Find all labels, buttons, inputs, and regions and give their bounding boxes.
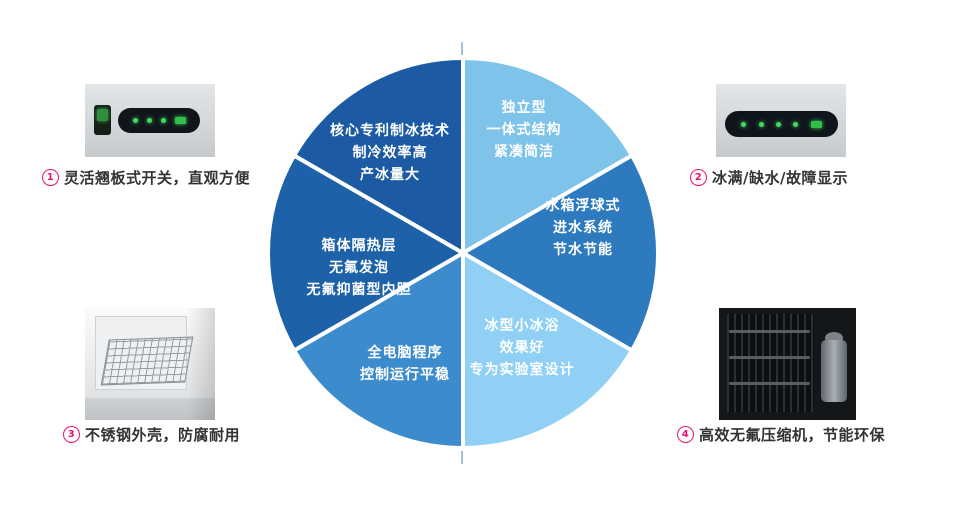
- pie-sector-computer-control: [291, 249, 465, 451]
- feature-caption-4: 4 高效无氟压缩机，节能环保: [677, 424, 885, 445]
- sector-line: 进水系统: [553, 220, 613, 236]
- photo-stainless-interior: [85, 308, 215, 420]
- sector-line: 效果好: [499, 340, 545, 356]
- sector-line: 冰型小冰浴: [484, 318, 560, 334]
- interior-floor: [85, 398, 215, 420]
- led-digit-display: [810, 120, 822, 128]
- coolant-pipe: [729, 382, 810, 385]
- sector-line: 水箱浮球式: [545, 198, 621, 214]
- pie-sector-core-patent-tech: [291, 55, 465, 257]
- led-indicator: [146, 118, 152, 123]
- sector-label-ice-bath-design: 冰型小冰浴 效果好 专为实验室设计: [470, 315, 575, 381]
- led-digit-display: [174, 117, 186, 124]
- condenser-fins: [727, 314, 814, 412]
- feature-number-badge-2: 2: [690, 169, 707, 186]
- sector-label-computer-control: 全电脑程序 控制运行平稳: [360, 342, 450, 386]
- interior-shadow: [187, 308, 215, 420]
- sector-line: 制冷效率高: [352, 145, 428, 161]
- feature-pie-diagram: [265, 55, 661, 451]
- sector-line: 紧凑简洁: [494, 144, 554, 160]
- compressor-cylinder: [821, 340, 847, 402]
- divider-tick-bottom: [461, 451, 463, 464]
- feature-caption-2: 2 冰满/缺水/故障显示: [690, 167, 848, 188]
- photo-status-display-panel: [716, 84, 846, 157]
- rocker-switch: [94, 105, 111, 135]
- pie-sector-ice-bath-design: [461, 249, 635, 451]
- sector-line: 节水节能: [553, 242, 613, 258]
- photo-compressor-unit: [719, 308, 856, 420]
- coolant-pipe: [729, 330, 810, 333]
- sector-line: 箱体隔热层: [321, 238, 397, 254]
- sector-line: 核心专利制冰技术: [330, 123, 450, 139]
- led-indicator: [758, 121, 764, 127]
- sector-label-independent-structure: 独立型 一体式结构 紧凑简洁: [487, 97, 562, 163]
- pie-sector-water-tank-system: [458, 152, 661, 354]
- sector-label-cabinet-insulation: 箱体隔热层 无氟发泡 无氟抑菌型内胆: [307, 235, 412, 301]
- feature-caption-text-4: 高效无氟压缩机，节能环保: [699, 426, 886, 444]
- feature-number-badge-1: 1: [42, 169, 59, 186]
- feature-caption-text-1: 灵活翘板式开关，直观方便: [64, 169, 251, 187]
- sector-line: 控制运行平稳: [360, 367, 450, 383]
- sector-line: 无氟抑菌型内胆: [306, 282, 412, 298]
- wire-shelf: [100, 336, 194, 386]
- sector-line: 一体式结构: [486, 122, 562, 138]
- photo-rocker-switch-panel: [85, 84, 215, 157]
- led-indicator: [775, 121, 781, 127]
- status-panel-strip: [725, 111, 838, 137]
- led-indicator: [741, 121, 747, 127]
- divider-tick-top: [461, 42, 463, 55]
- feature-caption-text-3: 不锈钢外壳，防腐耐用: [85, 426, 241, 444]
- sector-label-core-patent-tech: 核心专利制冰技术 制冷效率高 产冰量大: [330, 120, 450, 186]
- pie-sector-cabinet-insulation: [265, 152, 468, 354]
- led-indicator: [132, 118, 138, 123]
- sector-line: 全电脑程序: [367, 345, 443, 361]
- sector-line: 独立型: [501, 100, 547, 116]
- feature-number-badge-3: 3: [63, 426, 80, 443]
- sector-line: 产冰量大: [360, 167, 420, 183]
- sector-line: 无氟发泡: [329, 260, 389, 276]
- sector-label-water-tank-system: 水箱浮球式 进水系统 节水节能: [546, 195, 621, 261]
- feature-caption-1: 1 灵活翘板式开关，直观方便: [42, 167, 250, 188]
- feature-number-badge-4: 4: [677, 426, 694, 443]
- pie-sector-independent-structure: [461, 55, 635, 257]
- sector-line: 专为实验室设计: [469, 362, 575, 378]
- rocker-switch-key: [97, 109, 108, 121]
- led-indicator: [793, 121, 799, 127]
- led-indicator: [160, 118, 166, 123]
- coolant-pipe: [729, 356, 810, 359]
- feature-caption-3: 3 不锈钢外壳，防腐耐用: [63, 424, 240, 445]
- control-panel-strip: [118, 108, 200, 133]
- feature-caption-text-2: 冰满/缺水/故障显示: [712, 169, 848, 187]
